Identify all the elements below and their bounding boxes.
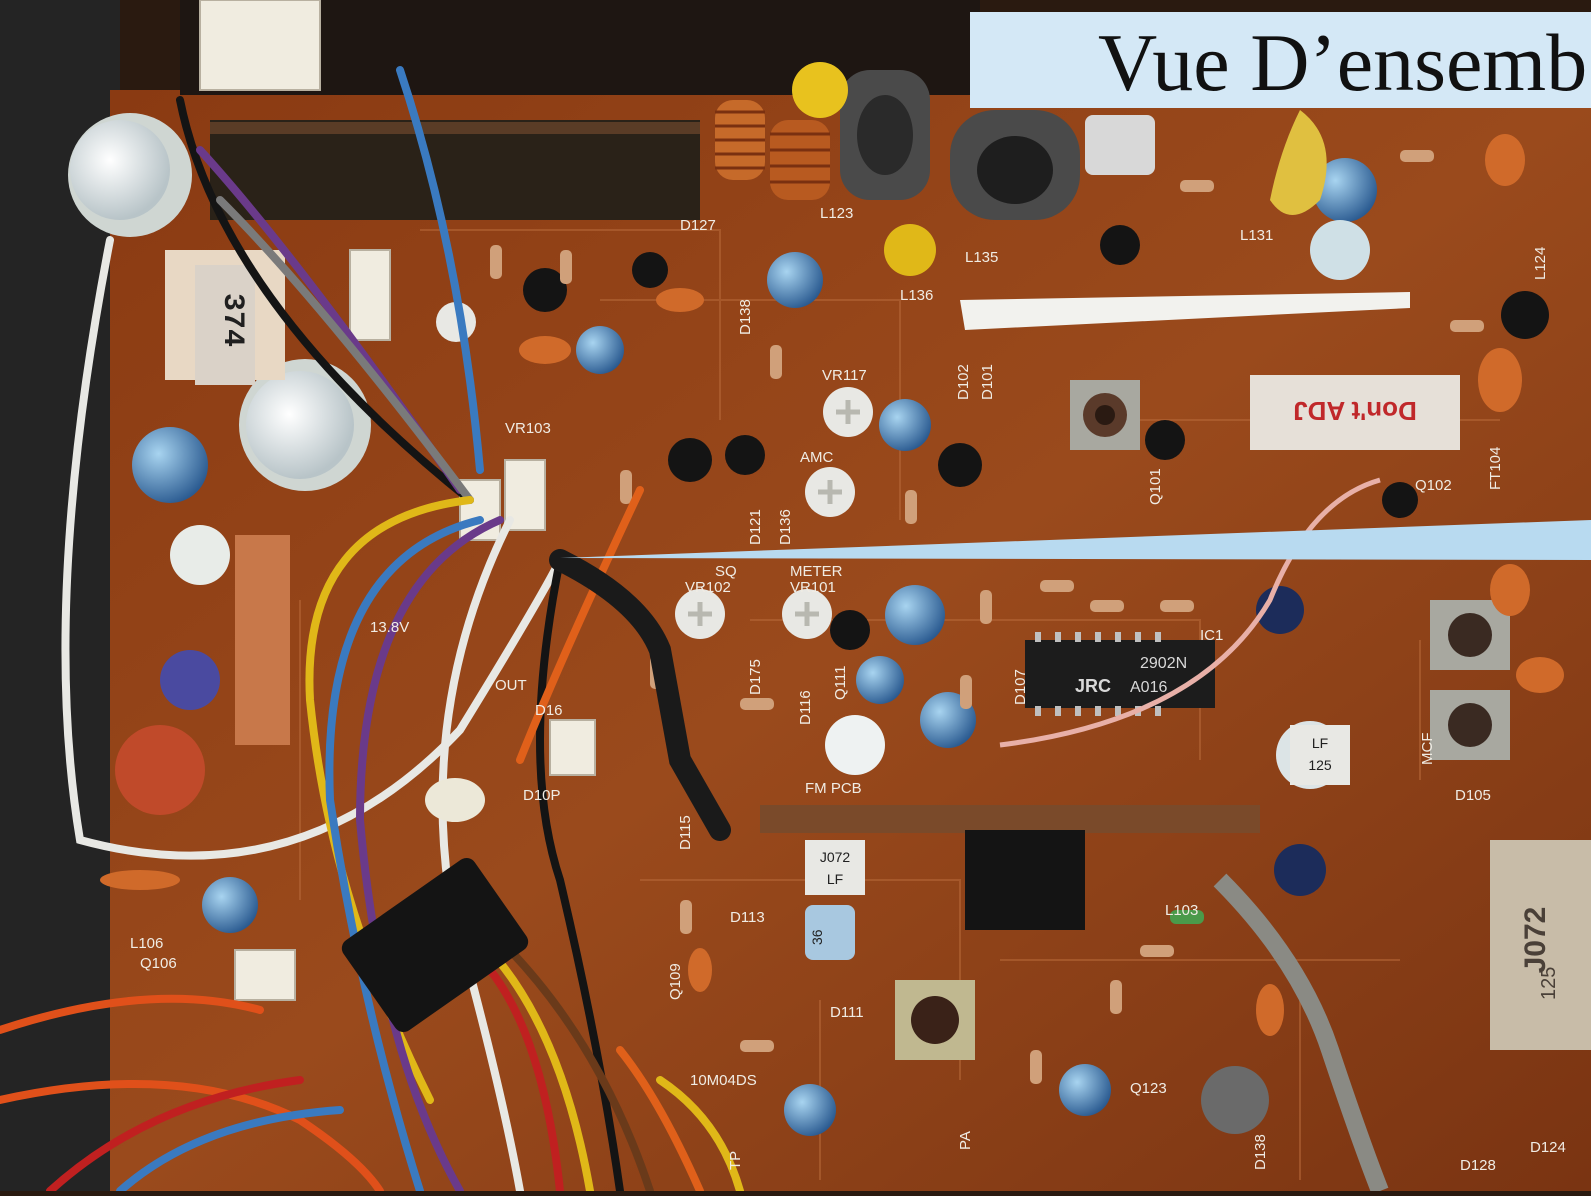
coax-cable [1213, 873, 1389, 1195]
label-d175: D175 [747, 659, 764, 695]
label-tp: MCF [1419, 733, 1436, 766]
label-l131: L131 [1240, 227, 1273, 244]
callout-pointer [560, 520, 1591, 560]
label-fm-pcb: FM PCB [805, 780, 862, 797]
crystal-filter [1490, 840, 1591, 1050]
label-l123: L123 [820, 205, 853, 222]
ferrite-toroid-left [792, 62, 930, 200]
label-d15: D10P [523, 787, 561, 804]
label-d102: D102 [955, 364, 972, 400]
if-can-2 [1430, 600, 1510, 670]
label-q109: Q109 [667, 963, 684, 1000]
label-l103: L103 [1165, 902, 1198, 919]
label-d101: D101 [979, 364, 996, 400]
label-d138: D138 [737, 299, 754, 335]
label-d16: 13.8V [370, 619, 409, 636]
crystal-filter-label: J072 [1519, 907, 1552, 974]
label-d116: D116 [797, 690, 814, 725]
connectors [199, 0, 596, 1001]
module-board [210, 120, 700, 220]
label-d136: D136 [777, 509, 794, 545]
label-vr103: VR103 [505, 420, 551, 437]
label-q106: D124 [1530, 1139, 1566, 1156]
ic-chip: 2902N JRC [1025, 632, 1215, 716]
label-13-8v: L106 [130, 935, 163, 952]
label-d138-bottom: TP [727, 1151, 744, 1170]
transformer-label: 374 [215, 293, 249, 347]
label-d115: D115 [677, 815, 694, 850]
ferrite-toroid-right [884, 110, 1155, 276]
label-pa: 10M04DS [690, 1072, 757, 1089]
title-callout: Vue D’ensemb [970, 12, 1591, 108]
label-d111: D111 [830, 1004, 864, 1021]
label-d177: D16 [535, 702, 563, 719]
label-vr102: VR102 [685, 579, 731, 596]
fm-pcb-shield [965, 830, 1085, 930]
lf-cap-2-part: J072 [820, 849, 851, 865]
label-d105: D105 [1455, 787, 1491, 804]
label-d128: PA [957, 1131, 974, 1150]
label-vr117: VR117 [822, 367, 867, 384]
dont-adjust-label: Don't ADJ [1293, 396, 1417, 426]
label-out: Q106 [140, 955, 177, 972]
label-ft104: FT104 [1487, 447, 1504, 490]
label-amc: AMC [800, 449, 834, 466]
if-can-1 [1070, 380, 1140, 450]
dont-adjust-can: Don't ADJ [1250, 375, 1460, 450]
silkscreen-labels: L123 L135 L136 L131 L124 D127 D138 D136 … [130, 205, 1566, 1174]
label-q123: Q123 [1130, 1080, 1167, 1097]
yellow-epoxy [1270, 110, 1327, 215]
blue-cap-36 [805, 905, 855, 960]
label-d124: D138 [1252, 1134, 1269, 1170]
if-can-4 [895, 980, 975, 1060]
fm-pcb-board [760, 805, 1260, 833]
if-can-3 [1430, 690, 1510, 760]
wire-connector-plug [341, 857, 529, 1033]
ic-brand: JRC [1075, 676, 1111, 696]
copper-coil [715, 100, 830, 200]
lf-cap-2-label: LF [827, 871, 843, 887]
ceramic-capacitors [100, 134, 1564, 1036]
label-meter: METER [790, 563, 843, 580]
label-ic1: IC1 [1200, 627, 1223, 644]
lf-cap-1 [1290, 725, 1350, 785]
white-strip [960, 292, 1410, 330]
green-inductor [1170, 910, 1204, 924]
heatsink-bar [235, 535, 290, 745]
title-text: Vue D’ensemb [1098, 17, 1588, 108]
label-l136: L136 [900, 287, 933, 304]
label-l135: L135 [965, 249, 998, 266]
label-q111: Q111 [832, 666, 849, 700]
label-d121: D121 [747, 509, 764, 545]
module-board-edge [210, 122, 700, 134]
cable-tie [425, 778, 485, 822]
label-vr101: VR101 [790, 579, 836, 596]
label-q101: Q101 [1147, 468, 1164, 505]
label-10m04ds: 125 [1538, 967, 1560, 1000]
blue-cap-36-label: 36 [809, 929, 825, 945]
pink-wire [999, 477, 1381, 748]
lf-cap-2 [805, 840, 865, 895]
transformer: 374 [165, 250, 285, 385]
label-d10p: OUT [495, 677, 527, 694]
large-electrolytic-capacitors [68, 113, 371, 491]
label-d127: D127 [680, 217, 716, 234]
label-d113: D113 [730, 909, 765, 926]
trimpot-crosses [688, 400, 860, 626]
lf-cap-1-label: LF [1312, 735, 1328, 751]
label-l106: D128 [1460, 1157, 1496, 1174]
label-l124: L124 [1532, 247, 1549, 280]
label-sq: SQ [715, 563, 737, 580]
label-q102: Q102 [1415, 477, 1452, 494]
label-d107: D107 [1012, 669, 1029, 705]
lf-cap-1-value: 125 [1308, 757, 1332, 773]
transistors [523, 225, 1549, 650]
label-a016: A016 [1130, 679, 1167, 696]
ic-part-number: 2902N [1140, 655, 1187, 672]
